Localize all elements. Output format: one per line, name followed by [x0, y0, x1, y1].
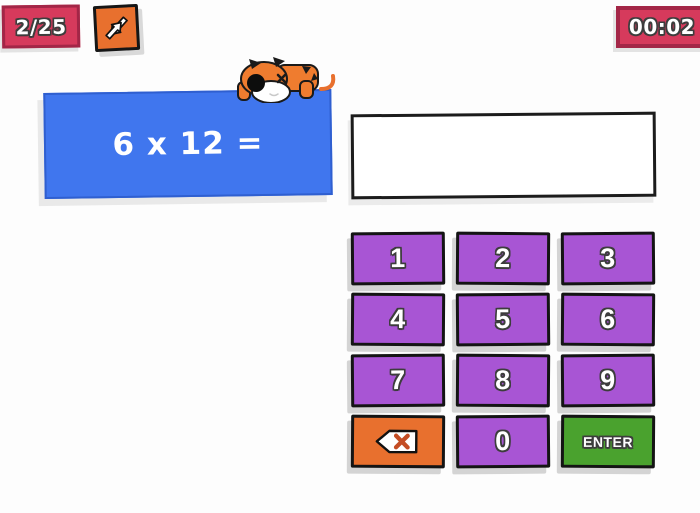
- key-5[interactable]: 5: [455, 292, 551, 347]
- timer: 00:02: [628, 15, 696, 39]
- timer-badge: 00:02: [616, 6, 700, 48]
- key-3-label: 3: [600, 242, 616, 274]
- key-4-label: 4: [390, 303, 406, 335]
- key-6-label: 6: [600, 303, 616, 335]
- shrink-button[interactable]: [92, 3, 141, 53]
- key-5-label: 5: [495, 303, 511, 335]
- question-text: 6 x 12 =: [112, 124, 264, 164]
- key-0-label: 0: [495, 425, 511, 457]
- key-7-label: 7: [390, 364, 406, 396]
- keypad: 1 2 3 4 5 6 7 8 9 0 ENTER: [350, 231, 656, 469]
- key-2-label: 2: [495, 242, 511, 274]
- key-8[interactable]: 8: [455, 353, 551, 408]
- backspace-button[interactable]: [350, 414, 446, 469]
- key-8-label: 8: [495, 364, 511, 396]
- key-0[interactable]: 0: [455, 414, 551, 469]
- key-7[interactable]: 7: [350, 353, 446, 408]
- key-9-label: 9: [600, 364, 616, 396]
- key-9[interactable]: 9: [560, 353, 656, 408]
- enter-label: ENTER: [582, 433, 634, 450]
- backspace-icon: [375, 429, 418, 454]
- key-1-label: 1: [390, 242, 406, 274]
- key-2[interactable]: 2: [455, 231, 551, 286]
- question-counter: 2/25: [15, 14, 67, 39]
- key-1[interactable]: 1: [350, 231, 446, 286]
- answer-input[interactable]: [350, 111, 657, 200]
- shrink-arrows-icon: [104, 16, 128, 40]
- enter-button[interactable]: ENTER: [560, 414, 656, 469]
- key-6[interactable]: 6: [560, 292, 656, 347]
- key-3[interactable]: 3: [560, 231, 656, 286]
- key-4[interactable]: 4: [350, 292, 446, 347]
- question-counter-badge: 2/25: [1, 4, 81, 49]
- tiger-mascot-icon: [237, 57, 336, 103]
- question-panel: 6 x 12 =: [43, 88, 333, 200]
